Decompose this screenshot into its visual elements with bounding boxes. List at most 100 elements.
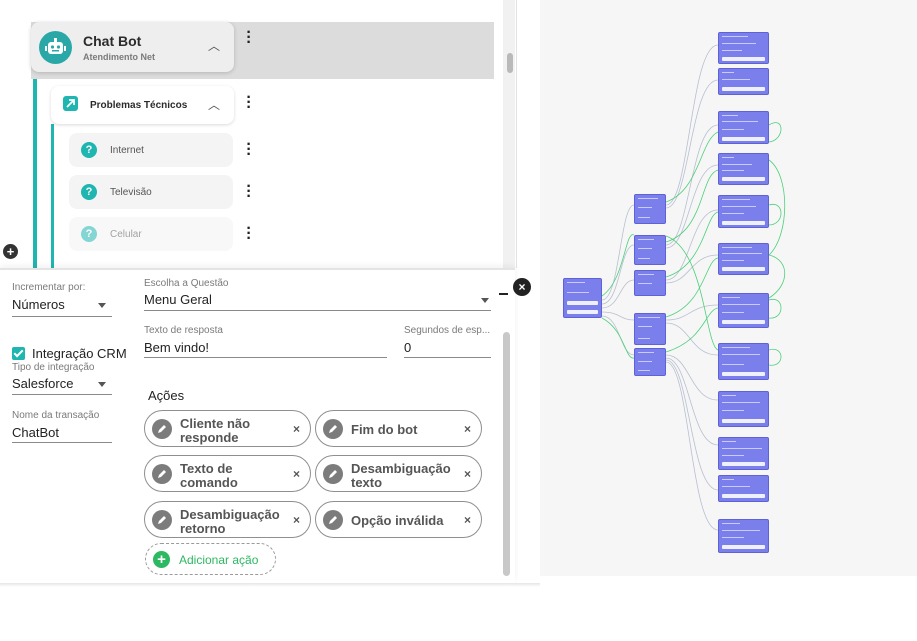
flow-node[interactable] [634,194,666,224]
question-icon: ? [81,226,97,242]
kebab-icon[interactable]: ··· [246,24,252,51]
question-icon: ? [81,142,97,158]
dropdown-caret-icon[interactable] [98,382,106,387]
kebab-icon[interactable]: ··· [246,178,252,205]
dropdown-caret-icon[interactable] [481,298,489,303]
flow-node[interactable] [634,270,666,296]
seconds-label: Segundos de esp... [404,325,491,336]
crm-checkbox[interactable] [12,347,25,360]
remove-chip-icon[interactable]: × [464,467,472,481]
flow-node[interactable] [634,313,666,345]
flow-node[interactable] [718,243,769,275]
robot-icon [39,31,72,64]
actions-title: Ações [148,388,185,403]
flow-node[interactable] [718,68,769,95]
chip-line2: retorno [180,521,226,536]
action-chip-opcao-invalida[interactable]: Opção inválida × [315,501,482,538]
seconds-underline [404,357,491,358]
flow-node[interactable] [718,519,769,553]
chip-line2: responde [180,430,239,445]
integration-type-label: Tipo de integração [12,362,95,373]
flow-node[interactable] [563,278,602,318]
pencil-icon [323,464,343,484]
panel-shadow [0,583,540,587]
flow-node[interactable] [718,111,769,144]
close-icon[interactable]: × [513,278,531,296]
flow-node[interactable] [718,437,769,470]
chip-line1: Cliente não [180,416,251,431]
tree-scrollbar[interactable] [503,0,515,268]
question-select[interactable]: Menu Geral [144,292,212,307]
form-scrollbar-thumb[interactable] [503,332,510,576]
leaf-node-celular[interactable]: ? Celular [69,217,233,251]
pencil-icon [323,510,343,530]
response-input[interactable]: Bem vindo! [144,340,210,355]
leaf-label: Televisão [110,187,152,198]
pencil-icon [152,419,172,439]
chip-line1: Opção inválida [351,513,444,528]
integration-type-select[interactable]: Salesforce [12,376,74,391]
transaction-input[interactable]: ChatBot [12,425,59,440]
transaction-underline [12,442,112,443]
flow-node[interactable] [718,475,769,502]
kebab-icon[interactable]: ··· [246,89,252,116]
remove-chip-icon[interactable]: × [464,513,472,527]
flow-node[interactable] [634,348,666,376]
plus-circle-icon: + [153,551,170,568]
kebab-icon[interactable]: ··· [246,220,252,247]
action-chip-cliente-nao-responde[interactable]: Cliente não responde × [144,410,311,447]
chip-line1: Desambiguação [180,507,280,522]
chip-line2: comando [180,475,238,490]
tree-panel: Chat Bot Atendimento Net ︿ ··· Problemas… [0,0,515,268]
chatbot-node[interactable]: Chat Bot Atendimento Net ︿ [31,22,234,72]
pencil-icon [152,510,172,530]
tree-connector-line [33,79,37,268]
leaf-label: Celular [110,229,142,240]
action-chip-desambiguacao-retorno[interactable]: Desambiguação retorno × [144,501,311,538]
action-chip-fim-do-bot[interactable]: Fim do bot × [315,410,482,447]
flow-node[interactable] [718,195,769,228]
remove-chip-icon[interactable]: × [293,513,301,527]
leaf-node-televisao[interactable]: ? Televisão [69,175,233,209]
remove-chip-icon[interactable]: × [293,422,301,436]
leaf-label: Internet [110,145,144,156]
seconds-input[interactable]: 0 [404,340,412,355]
question-icon: ? [81,184,97,200]
flow-node[interactable] [718,343,769,380]
response-underline [144,357,387,358]
minimize-icon[interactable] [499,293,508,295]
divider [516,0,517,268]
flow-node[interactable] [718,391,769,427]
flow-node[interactable] [718,32,769,64]
chevron-up-icon[interactable]: ︿ [208,98,221,112]
crm-label: Integração CRM [32,346,127,361]
increment-select[interactable]: Números [12,297,65,312]
flow-node[interactable] [634,235,666,265]
increment-underline [12,316,112,317]
remove-chip-icon[interactable]: × [293,467,301,481]
flow-edges [601,44,786,531]
plus-circle-icon[interactable]: + [3,244,18,259]
flow-node[interactable] [718,153,769,185]
flow-canvas[interactable] [540,0,917,576]
remove-chip-icon[interactable]: × [464,422,472,436]
integration-type-underline [12,394,112,395]
chatbot-title: Chat Bot [83,33,142,49]
leaf-node-internet[interactable]: ? Internet [69,133,233,167]
flow-node[interactable] [718,293,769,328]
question-label: Escolha a Questão [144,278,229,289]
group-title: Problemas Técnicos [90,100,188,111]
add-action-label: Adicionar ação [179,553,259,567]
action-chip-texto-de-comando[interactable]: Texto de comando × [144,455,311,492]
tree-scrollbar-thumb[interactable] [507,53,513,73]
action-chip-desambiguacao-texto[interactable]: Desambiguação texto × [315,455,482,492]
kebab-icon[interactable]: ··· [246,136,252,163]
group-node-problemas[interactable]: Problemas Técnicos ︿ [51,86,234,124]
chip-line1: Desambiguação [351,461,451,476]
chip-line2: texto [351,475,383,490]
dropdown-caret-icon[interactable] [98,303,106,308]
response-label: Texto de resposta [144,325,223,336]
chevron-up-icon[interactable]: ︿ [208,39,221,53]
add-action-button[interactable]: + Adicionar ação [145,543,276,575]
